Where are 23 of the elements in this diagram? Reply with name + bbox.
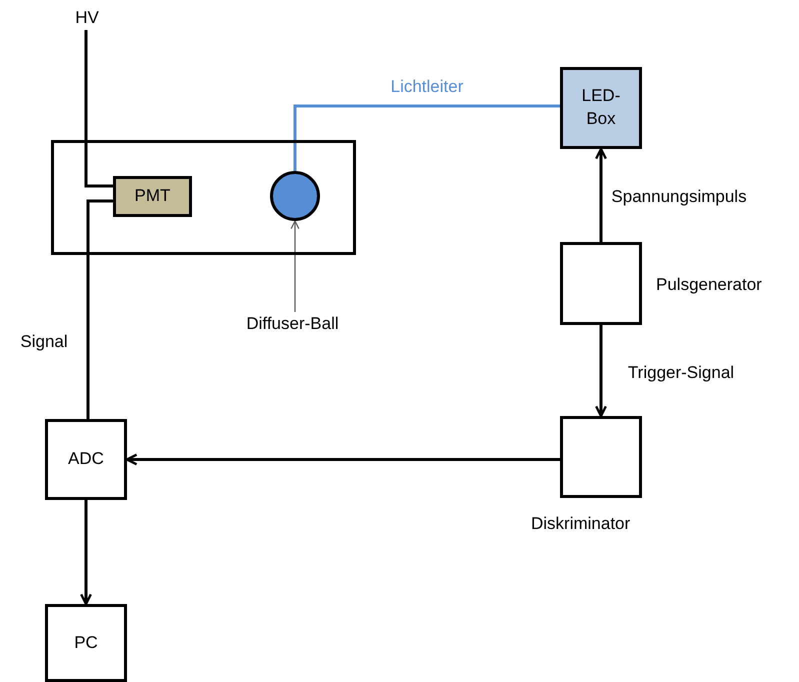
leader-line <box>290 220 300 312</box>
box-label: ADC <box>68 448 104 470</box>
arrow <box>595 325 607 418</box>
light-guide-line <box>294 104 560 171</box>
housing-box <box>51 140 356 255</box>
edge-label: Spannungsimpuls <box>609 187 749 207</box>
device-label: Diskriminator <box>531 514 630 534</box>
detector-box <box>113 176 192 217</box>
connector-line <box>84 30 113 188</box>
device-box <box>560 67 642 149</box>
arrow <box>80 500 92 606</box>
arrow <box>126 454 560 466</box>
box-label: PC <box>74 632 98 654</box>
supply-label: HV <box>70 6 104 30</box>
arrow <box>595 148 607 242</box>
box-label: PMT <box>134 185 170 208</box>
device-label: Pulsgenerator <box>656 275 762 295</box>
device-box <box>45 604 127 682</box>
device-box <box>45 419 127 500</box>
part-label: Diffuser-Ball <box>220 312 365 336</box>
connector-line <box>86 200 113 419</box>
box-label: LED- Box <box>580 85 622 130</box>
diffuser-ball-circle <box>270 171 320 221</box>
